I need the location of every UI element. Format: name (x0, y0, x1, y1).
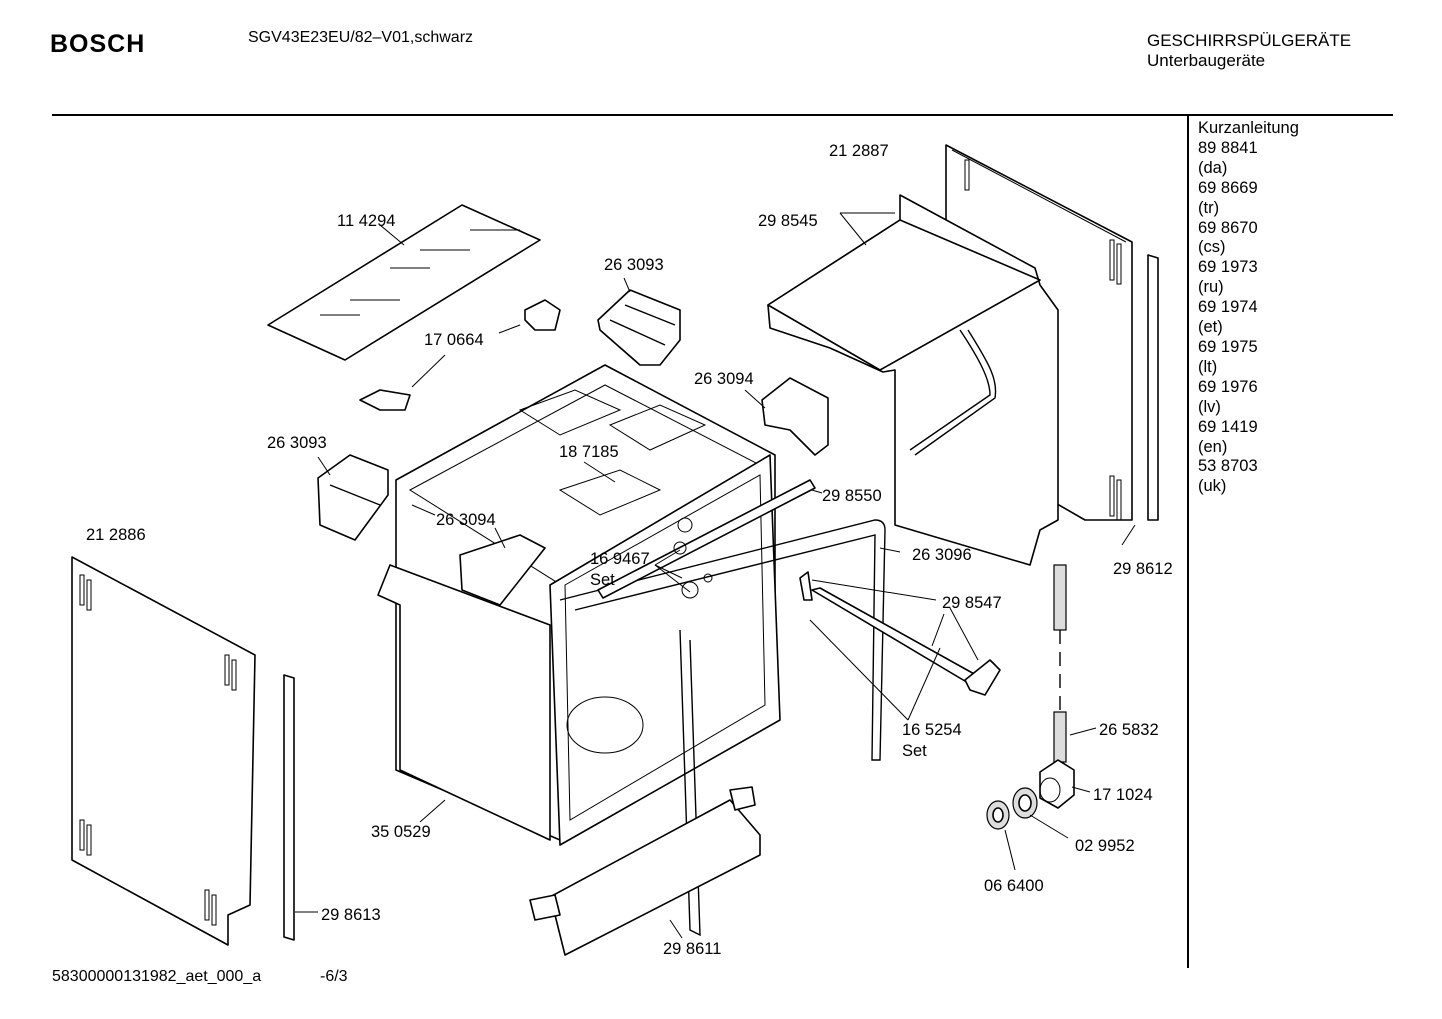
part-label-212887: 21 2887 (829, 142, 889, 160)
mounting-bracket (359, 299, 561, 411)
part-label-298613: 29 8613 (321, 906, 381, 924)
part-label-265832: 26 5832 (1099, 721, 1159, 739)
part-label-169467-set: Set (590, 571, 615, 589)
document-id: 58300000131982_aet_000_a (52, 968, 262, 985)
part-label-298612: 29 8612 (1113, 560, 1173, 578)
part-label-263093-left: 26 3093 (267, 434, 327, 452)
model-number: SGV43E23EU/82–V01,schwarz (248, 29, 474, 46)
part-label-066400: 06 6400 (984, 877, 1044, 895)
sidebar-line: 69 8669 (1198, 178, 1258, 197)
drain-hose (1053, 564, 1067, 763)
door-seal (559, 519, 886, 937)
brand-logo: BOSCH (50, 30, 146, 58)
part-label-263096: 26 3096 (912, 546, 972, 564)
part-label-187185: 18 7185 (559, 443, 619, 461)
page-number: -6/3 (320, 968, 348, 985)
side-trim-strip-left (283, 674, 295, 941)
part-label-169467: 16 9467 (590, 550, 650, 568)
part-label-263094-upper: 26 3094 (694, 370, 754, 388)
sidebar-line: (et) (1198, 318, 1223, 337)
sidebar-line: (uk) (1198, 477, 1227, 496)
clip-block-upper (597, 289, 681, 366)
left-side-panel (71, 556, 256, 946)
sidebar-line: (lt) (1198, 357, 1218, 376)
part-label-170664: 17 0664 (424, 331, 484, 349)
sidebar-line: (lv) (1198, 397, 1221, 416)
part-label-263094-lower: 26 3094 (436, 511, 496, 529)
sidebar-line: 69 1975 (1198, 337, 1258, 356)
sidebar-line: Kurzanleitung (1198, 119, 1299, 137)
part-label-298611: 29 8611 (663, 940, 722, 958)
sidebar-manual-list: Kurzanleitung 89 8841 (da) 69 8669 (tr) … (1198, 119, 1299, 497)
part-label-165254-set: Set (902, 742, 927, 760)
sidebar-line: 69 1973 (1198, 258, 1258, 277)
spray-arm-bar (799, 571, 1001, 696)
hinge-set (673, 517, 713, 599)
category-title: GESCHIRRSPÜLGERÄTE Unterbaugeräte (1147, 31, 1351, 71)
part-label-298547: 29 8547 (942, 594, 1002, 612)
part-label-165254: 16 5254 (902, 721, 962, 739)
part-label-298550: 29 8550 (822, 487, 882, 505)
part-label-029952: 02 9952 (1075, 837, 1135, 855)
seal-ring (1012, 787, 1038, 819)
sidebar-line: 89 8841 (1198, 138, 1258, 157)
sidebar-line: 69 8670 (1198, 218, 1258, 237)
guide-rail (597, 479, 816, 599)
sidebar-divider (1187, 116, 1189, 968)
sidebar-line: (cs) (1198, 238, 1226, 257)
sidebar-line: 69 1976 (1198, 377, 1258, 396)
sidebar-line: (tr) (1198, 198, 1220, 217)
sidebar-line: 53 8703 (1198, 457, 1258, 476)
part-label-171024: 17 1024 (1093, 786, 1153, 804)
insulation-mat (267, 204, 541, 361)
part-label-114294: 11 4294 (337, 212, 396, 230)
top-cover-plate (767, 194, 1059, 566)
leader-lines (295, 212, 1136, 939)
part-label-298545: 29 8545 (758, 212, 818, 230)
main-tub-frame (377, 364, 781, 846)
cover-cap-upper (761, 377, 829, 456)
washer (986, 800, 1010, 830)
part-label-212886: 21 2886 (86, 526, 146, 544)
hose-connector (1039, 759, 1075, 809)
sidebar-line: (ru) (1198, 278, 1224, 297)
sidebar-line: (da) (1198, 158, 1228, 177)
category-line-2: Unterbaugeräte (1147, 51, 1266, 70)
category-line-1: GESCHIRRSPÜLGERÄTE (1147, 31, 1352, 50)
sidebar-line: (en) (1198, 437, 1228, 456)
header-divider (52, 114, 1393, 116)
plinth-strip (529, 786, 761, 956)
clip-block-left (317, 454, 389, 541)
part-label-350529: 35 0529 (371, 823, 431, 841)
sidebar-line: 69 1419 (1198, 417, 1258, 436)
part-label-263093-upper: 26 3093 (604, 256, 664, 274)
side-trim-strip-right (1147, 254, 1159, 521)
sidebar-line: 69 1974 (1198, 298, 1258, 317)
